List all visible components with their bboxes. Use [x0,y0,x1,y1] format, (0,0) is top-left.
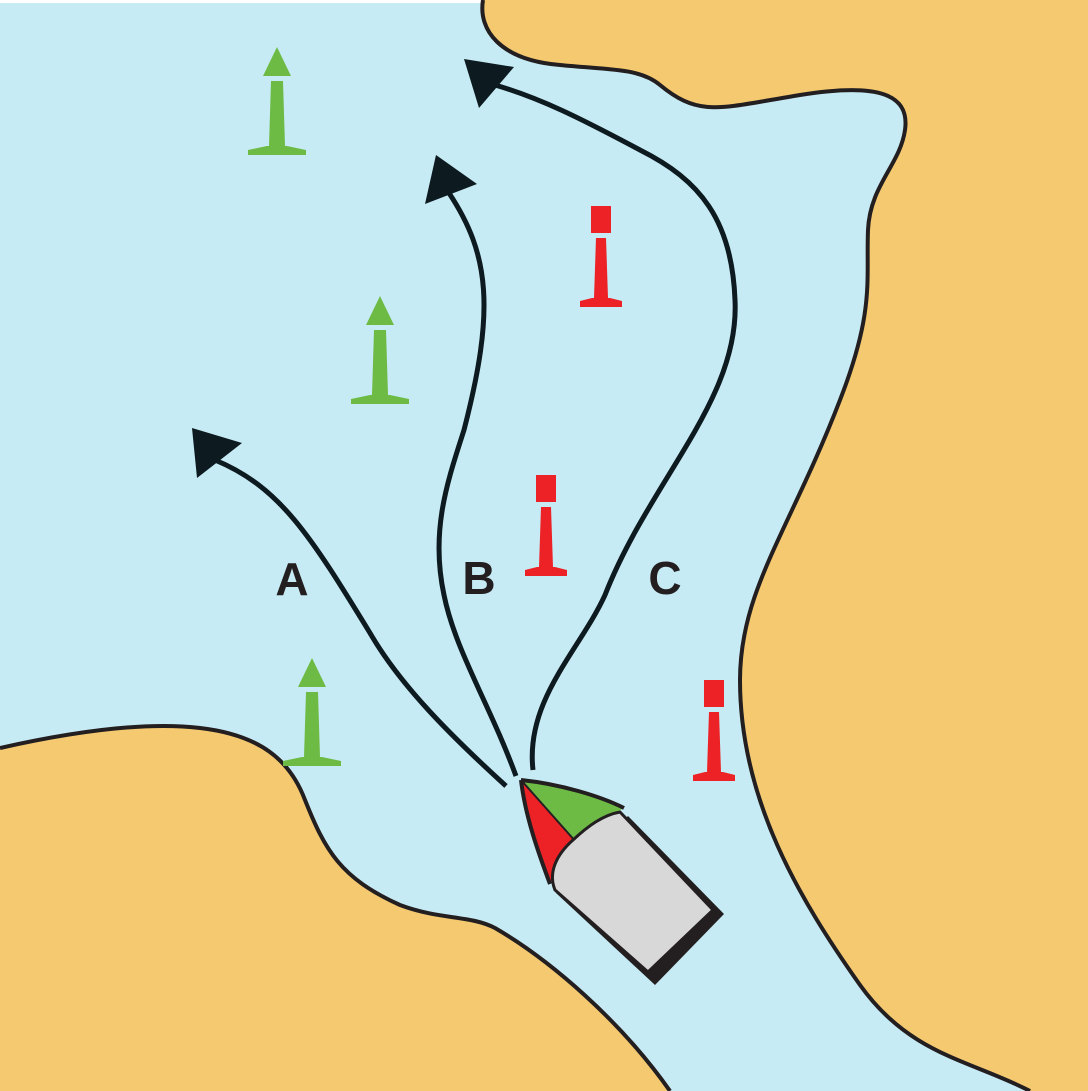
boat-bow-divider [520,779,577,843]
route-c-line [494,82,738,771]
shoreline-right [480,0,1031,1091]
route-label-b: B [462,552,495,604]
route-c-arrowhead [464,59,514,108]
boat-bow-green [521,780,624,842]
route-label-a: A [275,553,308,605]
route-a-arrowhead [192,428,242,478]
land-lower-left [0,726,670,1091]
route-a-line [214,457,508,788]
green-marker [351,296,409,404]
boat [519,778,724,985]
green-marker [283,658,341,766]
route-b-arrowhead [425,155,477,204]
route-label-c: C [648,552,681,604]
shoreline-lower-left [0,724,672,1091]
red-marker [693,680,735,781]
land-right [482,0,1088,1091]
route-b-line [436,191,519,777]
red-marker [525,475,567,576]
green-marker [248,47,306,155]
boat-hull-outline [519,778,625,885]
boat-cabin [550,810,716,975]
red-marker [580,206,622,307]
